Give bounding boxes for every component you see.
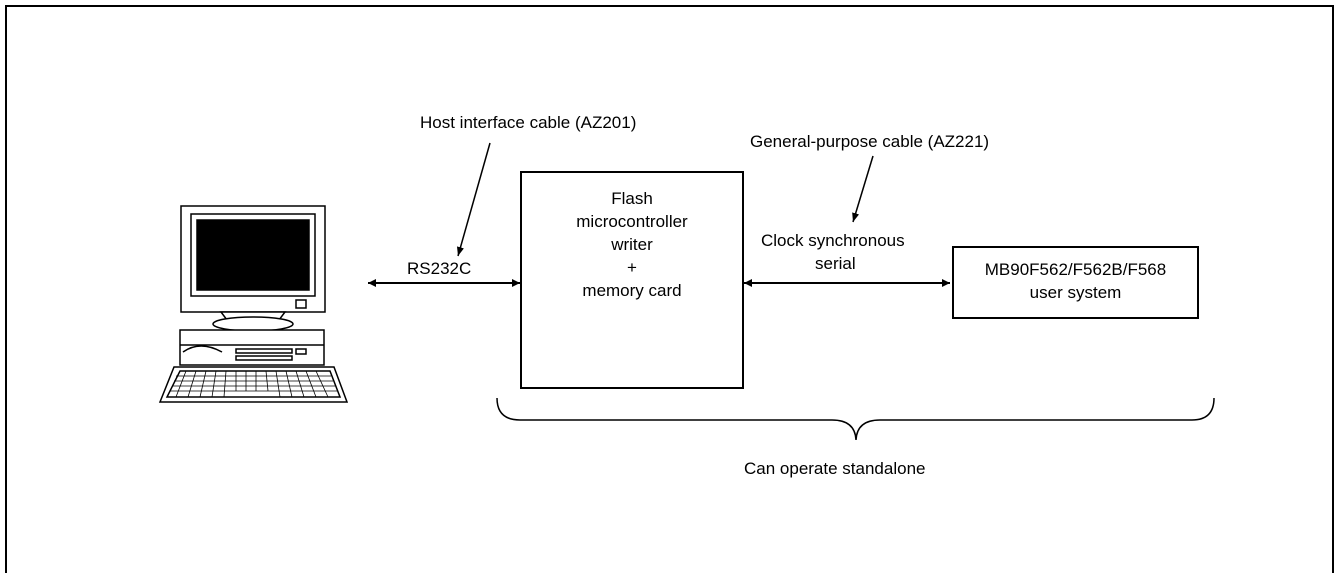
clock-sync-label-line2: serial <box>815 254 856 273</box>
desktop-computer-icon <box>158 205 349 403</box>
flash-writer-box: Flash microcontroller writer + memory ca… <box>520 171 744 389</box>
host-cable-label: Host interface cable (AZ201) <box>420 113 637 132</box>
host-cable-pointer <box>456 142 491 257</box>
writer-box-line1: Flash <box>611 189 653 208</box>
clock-sync-label-line1: Clock synchronous <box>761 231 905 250</box>
standalone-brace <box>496 397 1215 441</box>
user-box-line1: MB90F562/F562B/F568 <box>984 260 1167 279</box>
user-box-line2: user system <box>1029 283 1122 302</box>
keyboard-keys <box>170 370 337 398</box>
writer-box-line2: microcontroller <box>576 212 688 231</box>
figure-frame <box>5 5 1334 573</box>
standalone-label: Can operate standalone <box>744 459 926 478</box>
writer-box-line4: + <box>627 258 637 277</box>
writer-box-line5: memory card <box>582 281 682 300</box>
general-cable-pointer <box>852 155 874 223</box>
rs232c-label: RS232C <box>407 259 472 278</box>
writer-box-line3: writer <box>611 235 653 254</box>
user-system-box: MB90F562/F562B/F568 user system <box>952 246 1199 319</box>
general-cable-label: General-purpose cable (AZ221) <box>750 132 990 151</box>
